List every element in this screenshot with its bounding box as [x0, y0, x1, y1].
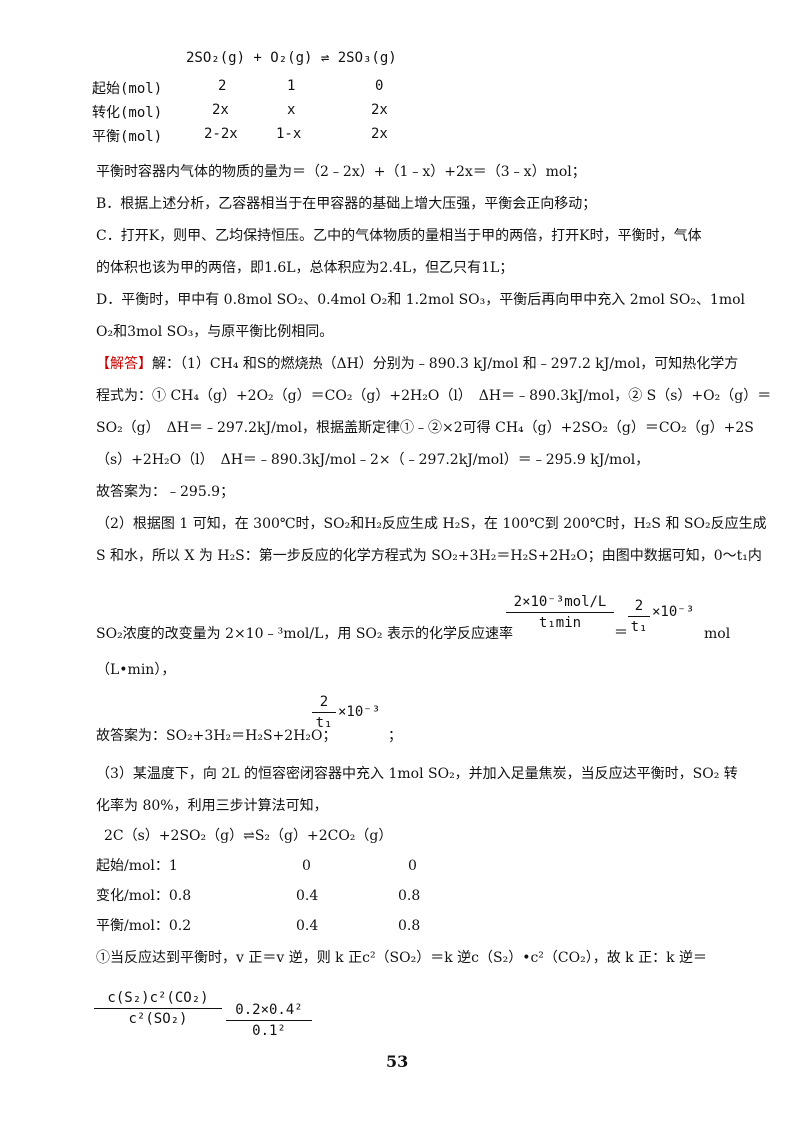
page-number: 53: [386, 1052, 409, 1071]
fraction-denominator: 0.1²: [252, 1023, 286, 1039]
exponent-tail: ×10⁻³: [338, 704, 381, 720]
fraction-denominator: t₁: [630, 619, 648, 635]
text-line: 化率为 80%，利用三步计算法可知，: [96, 798, 328, 814]
text-line: C．打开K，则甲、乙均保持恒压。乙中的气体物质的量相当于甲的两倍，打开K时，平衡…: [96, 228, 702, 244]
text-line: O₂和3mol SO₃，与原平衡比例相同。: [96, 324, 334, 340]
text-line: 解：（1）CH₄ 和S的燃烧热（ΔH）分别为﹣890.3 kJ/mol 和﹣29…: [152, 356, 739, 372]
fraction-bar: [226, 1020, 312, 1021]
fraction-rate: 2×10⁻³mol/L t₁min: [506, 594, 614, 631]
text-line: SO₂（g） ΔH＝﹣297.2kJ/mol，根据盖斯定律①﹣②×2可得 CH₄…: [96, 420, 754, 436]
text-line: ；: [388, 728, 402, 744]
text-line: 故答案为：SO₂+3H₂＝H₂S+2H₂O；: [96, 728, 337, 744]
fraction-denominator: c²(SO₂): [128, 1011, 188, 1027]
text-line: 2C（s）+2SO₂（g）⇌S₂（g）+2CO₂（g）: [104, 828, 393, 844]
fraction-bar: [628, 616, 650, 617]
text-line: 的体积也该为甲的两倍，即1.6L，总体积应为2.4L，但乙只有1L；: [96, 260, 514, 276]
fraction-numerator: c(S₂)c²(CO₂): [107, 990, 209, 1006]
ice-cell: 0.4: [296, 888, 319, 904]
fraction-bar: [506, 612, 614, 613]
ice-cell: 0: [375, 78, 384, 94]
ice-cell: 0.8: [398, 888, 421, 904]
text-line: SO₂浓度的改变量为 2×10﹣³mol/L，用 SO₂ 表示的化学反应速率: [96, 626, 513, 642]
fraction-bar: [312, 712, 336, 713]
fraction-numerator: 2×10⁻³mol/L: [513, 594, 607, 610]
unit-text: mol: [704, 626, 731, 642]
ice-cell: 0.8: [398, 918, 421, 934]
ice-cell: 2: [218, 78, 227, 94]
fraction-rate-2: 2 t₁: [628, 598, 650, 635]
ice-cell: 0: [408, 858, 417, 874]
ice-row-label: 变化/mol：0.8: [96, 888, 192, 904]
ice-cell: 1: [287, 78, 296, 94]
ice-cell: x: [287, 102, 296, 118]
fraction-answer: 2 t₁: [312, 694, 336, 731]
ice-row-label: 起始(mol): [92, 81, 163, 97]
text-line: ①当反应达到平衡时，v 正＝v 逆，则 k 正c²（SO₂）＝k 逆c（S₂）•…: [96, 950, 708, 966]
fraction-denominator: t₁: [315, 715, 333, 731]
answer-tag: 【解答】: [96, 356, 152, 372]
fraction-numerator: 2: [319, 694, 329, 710]
fraction-numerator: 0.2×0.4²: [235, 1002, 303, 1018]
fraction-k: c(S₂)c²(CO₂) c²(SO₂): [94, 990, 222, 1027]
fraction-k2: 0.2×0.4² 0.1²: [226, 1002, 312, 1039]
ice-row-label: 转化(mol): [92, 105, 163, 121]
reaction-equation: 2SO₂(g) + O₂(g) ⇌ 2SO₃(g): [186, 50, 397, 66]
ice-cell: 2-2x: [204, 126, 238, 142]
ice-cell: 2x: [371, 126, 388, 142]
ice-cell: 2x: [212, 102, 229, 118]
exponent-tail: ×10⁻³: [652, 604, 695, 620]
text-line: 故答案为：﹣295.9；: [96, 484, 235, 500]
ice-cell: 0: [302, 858, 311, 874]
text-line: 程式为：① CH₄（g）+2O₂（g）＝CO₂（g）+2H₂O（l） ΔH＝﹣8…: [96, 388, 772, 404]
ice-row-label: 平衡(mol): [92, 129, 163, 145]
text-line: 平衡时容器内气体的物质的量为＝（2﹣2x）+（1﹣x）+2x＝（3﹣x）mol；: [96, 164, 586, 180]
ice-cell: 2x: [371, 102, 388, 118]
text-line: （s）+2H₂O（l） ΔH＝﹣890.3kJ/mol﹣2×（﹣297.2kJ/…: [96, 452, 650, 468]
fraction-bar: [94, 1008, 222, 1009]
text-line: （2）根据图 1 可知，在 300℃时，SO₂和H₂反应生成 H₂S，在 100…: [96, 516, 767, 532]
ice-row-label: 起始/mol：1: [96, 858, 178, 874]
equals-sign: ＝: [614, 625, 628, 641]
fraction-denominator: t₁min: [538, 615, 582, 631]
text-line: B．根据上述分析，乙容器相当于在甲容器的基础上增大压强，平衡会正向移动；: [96, 196, 597, 212]
text-line: （L•min），: [96, 662, 176, 678]
ice-cell: 0.4: [296, 918, 319, 934]
fraction-numerator: 2: [634, 598, 644, 614]
text-line: （3）某温度下，向 2L 的恒容密闭容器中充入 1mol SO₂，并加入足量焦炭…: [96, 766, 738, 782]
answer-line: 【解答】解：（1）CH₄ 和S的燃烧热（ΔH）分别为﹣890.3 kJ/mol …: [96, 354, 738, 374]
ice-row-label: 平衡/mol：0.2: [96, 918, 192, 934]
ice-cell: 1-x: [276, 126, 302, 142]
text-line: S 和水，所以 X 为 H₂S：第一步反应的化学方程式为 SO₂+3H₂＝H₂S…: [96, 548, 762, 564]
text-line: D．平衡时，甲中有 0.8mol SO₂、0.4mol O₂和 1.2mol S…: [96, 292, 746, 308]
